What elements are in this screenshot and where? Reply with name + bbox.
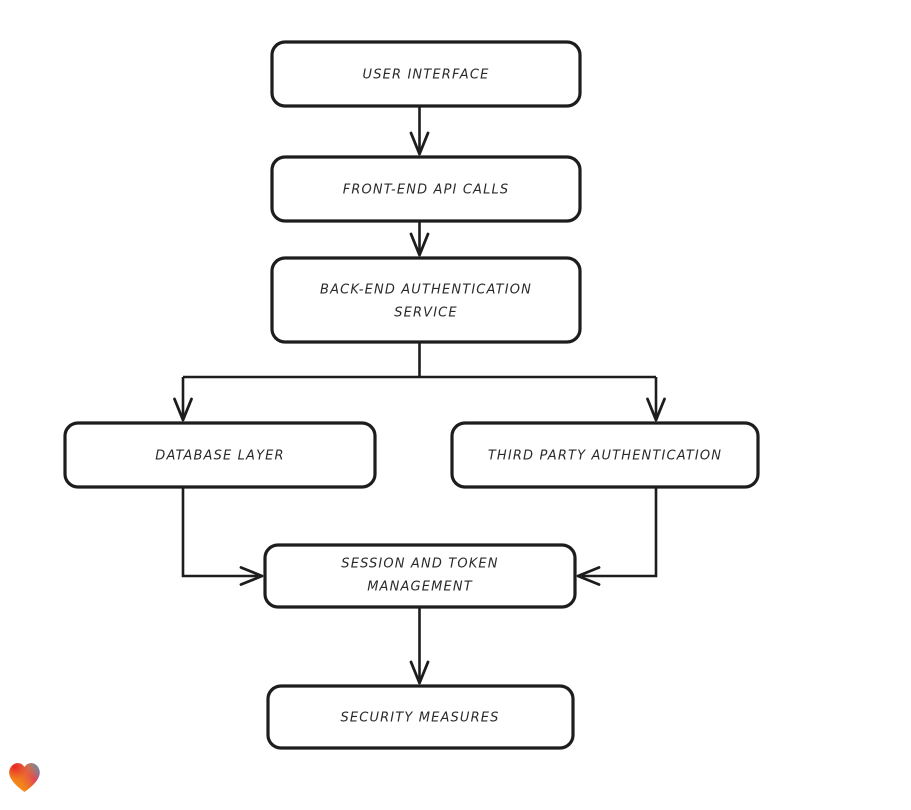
node-front-end-api-calls[interactable]: FRONT-END API CALLS: [270, 155, 582, 223]
node-label-user-interface: USER INTERFACE: [363, 68, 490, 83]
node-session-and-token-management[interactable]: SESSION AND TOKEN MANAGEMENT: [263, 543, 577, 609]
node-label-database-layer: DATABASE LAYER: [155, 449, 284, 464]
heart-logo: [9, 763, 40, 792]
node-box-back-end-authentication-service[interactable]: [270, 256, 582, 344]
node-box-front-end-api-calls[interactable]: [270, 155, 582, 223]
node-label-front-end-api-calls: FRONT-END API CALLS: [343, 183, 510, 198]
heart-shape-overlay: [9, 763, 40, 792]
node-box-database-layer[interactable]: [63, 421, 377, 489]
node-third-party-authentication[interactable]: THIRD PARTY AUTHENTICATION: [450, 421, 760, 489]
node-box-security-measures[interactable]: [266, 684, 575, 750]
edge-ui-to-api: [409, 106, 430, 156]
node-box-user-interface[interactable]: [270, 40, 582, 108]
node-box-session-and-token-management[interactable]: [263, 543, 577, 609]
node-label-security-measures: SECURITY MEASURES: [340, 711, 499, 726]
node-back-end-authentication-service[interactable]: BACK-END AUTHENTICATION SERVICE: [270, 256, 582, 344]
edge-backend-split: [183, 342, 656, 379]
edge-backend-to-database: [173, 377, 193, 422]
node-box-third-party-authentication[interactable]: [450, 421, 760, 489]
node-database-layer[interactable]: DATABASE LAYER: [63, 421, 377, 489]
edge-api-to-backend: [409, 221, 430, 257]
edge-database-to-session: [181, 487, 264, 586]
edge-backend-to-thirdparty: [646, 377, 666, 422]
node-security-measures[interactable]: SECURITY MEASURES: [266, 684, 575, 750]
node-label-session-and-token-management-line1: SESSION AND TOKEN: [341, 557, 498, 572]
node-label-third-party-authentication: THIRD PARTY AUTHENTICATION: [488, 449, 722, 464]
edge-thirdparty-to-session: [576, 487, 658, 586]
node-label-session-and-token-management-line2: MANAGEMENT: [367, 580, 473, 595]
node-user-interface[interactable]: USER INTERFACE: [270, 40, 582, 108]
node-label-back-end-authentication-service-line1: BACK-END AUTHENTICATION: [320, 283, 532, 298]
node-label-back-end-authentication-service-line2: SERVICE: [394, 306, 458, 321]
edge-session-to-security: [409, 607, 430, 685]
